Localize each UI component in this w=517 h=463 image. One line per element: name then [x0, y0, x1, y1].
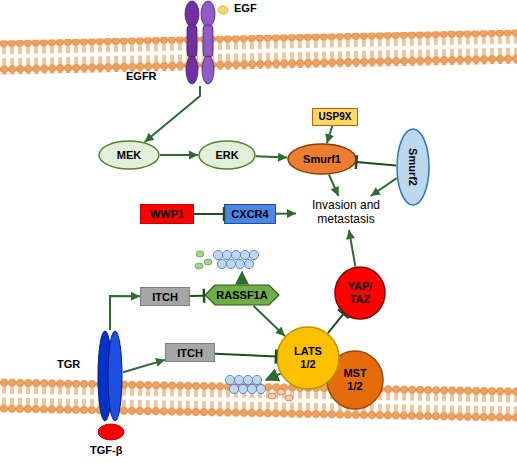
node-label: YAP/ TAZ: [343, 280, 377, 305]
connector-line: [110, 296, 140, 330]
connector-line: [145, 86, 200, 142]
inhibition-connector: [190, 289, 204, 303]
receptor: EGFR: [172, 0, 228, 86]
protein-hexagon: RASSF1A: [204, 284, 280, 306]
inhibition-bar: [274, 350, 277, 364]
arrow-head: [278, 153, 287, 162]
protein-box: ITCH: [165, 343, 215, 362]
connector-line: [160, 154, 198, 156]
connector-line: [327, 126, 332, 143]
protein-ellipse: Smurf2: [396, 128, 430, 206]
degradation-arrow: [241, 272, 243, 284]
node-label: USP9X: [319, 111, 352, 123]
connector-line: [254, 306, 285, 336]
arrow-head: [155, 358, 165, 367]
activation-arrow: [325, 126, 334, 143]
activation-arrow: [145, 86, 200, 142]
connector-line: [190, 295, 204, 297]
outcome-text: Invasion and metastasis: [296, 196, 396, 230]
arrow-head: [287, 209, 296, 218]
node-label: MST 1/2: [340, 367, 370, 392]
connector-line: [329, 175, 338, 196]
connector-line: [356, 162, 396, 165]
activation-arrow: [371, 178, 397, 196]
node-label: ITCH: [152, 290, 178, 303]
arrow-head: [275, 326, 285, 335]
node-label: MEK: [117, 149, 141, 162]
protein-box: USP9X: [312, 108, 358, 126]
inhibition-connector: [194, 207, 224, 221]
connector-line: [256, 156, 287, 157]
node-label: WWP1: [150, 208, 184, 221]
activation-arrow: [110, 292, 140, 330]
node-label: TGR: [57, 358, 80, 371]
protein-box: CXCR4: [224, 204, 276, 224]
degradation-fragments: [268, 389, 293, 401]
node-label: LATS 1/2: [290, 345, 326, 370]
node-label: Invasion and metastasis: [298, 199, 394, 227]
node-label: CXCR4: [231, 208, 268, 221]
kinase-circle: LATS 1/2: [276, 326, 340, 390]
inhibition-bar: [356, 155, 357, 169]
activation-arrow: [254, 306, 285, 336]
protein-ellipse: YAP/ TAZ: [334, 266, 386, 320]
arrow-head: [371, 187, 381, 196]
arrow-head: [325, 133, 334, 143]
activation-arrow: [256, 153, 287, 162]
inhibition-bar: [203, 289, 206, 303]
activation-arrow: [346, 230, 355, 266]
activation-arrow: [160, 151, 198, 160]
ubiquitin-chain: [225, 375, 265, 393]
protein-ellipse: Smurf1: [287, 143, 357, 175]
protein-box: WWP1: [140, 204, 194, 224]
connector-line: [371, 178, 397, 196]
connector-line: [194, 213, 224, 215]
node-label: EGFR: [126, 70, 157, 83]
arrow-head: [346, 230, 355, 240]
kinase-ellipse: MEK: [98, 140, 160, 170]
ligand: [218, 6, 228, 14]
arrow-head: [145, 133, 155, 142]
kinase-ellipse: ERK: [198, 140, 256, 170]
inhibition-connector: [215, 350, 276, 364]
ligand: [98, 424, 124, 440]
ligand-label: EGF: [234, 2, 257, 14]
connector-line: [328, 314, 343, 333]
inhibition-bar: [338, 309, 349, 318]
node-outline: [97, 330, 123, 422]
node-label: Smurf2: [407, 148, 420, 186]
node-label: ERK: [215, 149, 238, 162]
connector-line: [349, 230, 355, 266]
connector-line: [276, 213, 296, 215]
connector-line: [215, 354, 276, 357]
node-label: Smurf1: [303, 153, 341, 166]
arrow-head: [331, 186, 339, 196]
cell-membrane: [0, 29, 517, 75]
inhibition-connector: [328, 309, 349, 333]
activation-arrow: [276, 209, 296, 218]
inhibition-connector: [356, 155, 396, 169]
protein-box: ITCH: [140, 287, 190, 306]
ligand-label: TGF-β: [90, 444, 122, 456]
node-outline: [172, 0, 228, 86]
node-label: ITCH: [177, 346, 203, 359]
ubiquitin-chain: [213, 250, 258, 268]
activation-arrow: [123, 358, 165, 372]
activation-arrow: [329, 175, 339, 196]
degradation-fragments: [195, 251, 212, 269]
inhibition-bar: [223, 207, 226, 221]
receptor: TGR: [97, 330, 123, 422]
node-label: RASSF1A: [216, 289, 267, 302]
connector-line: [123, 360, 165, 372]
arrow-head: [131, 292, 140, 301]
arrow-head: [189, 151, 198, 160]
